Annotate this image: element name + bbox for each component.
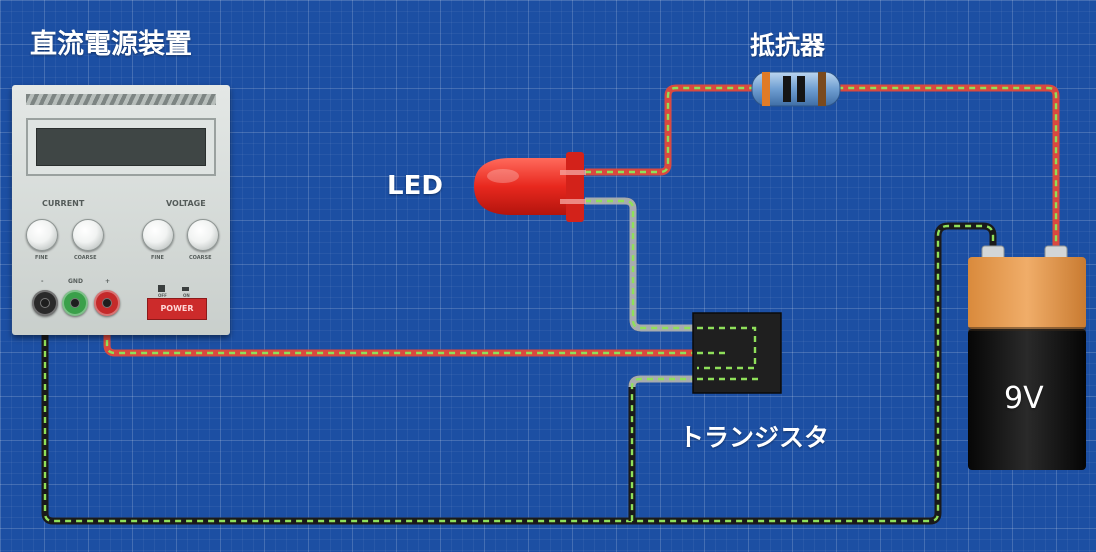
wire-led-resistor-battery-positive [585,84,1060,252]
transistor-label: トランジスタ [679,423,830,452]
power-button[interactable]: POWER [147,298,207,320]
jack-gnd-label: GND [68,278,83,285]
led [474,152,586,222]
resistor-band-orange [762,72,770,106]
current-coarse-label: COARSE [74,255,97,261]
psu-vent [26,94,216,105]
resistor-band-black [797,76,805,102]
current-coarse-knob[interactable] [72,219,104,251]
current-fine-knob[interactable] [26,219,58,251]
psu-display [26,118,216,176]
resistor [751,71,841,107]
transistor [692,312,782,394]
resistor-band-brown [818,72,826,106]
current-fine-label: FINE [35,255,48,261]
wire-ground-return [41,222,997,525]
off-switch-icon [158,285,165,292]
psu-voltage-label: VOLTAGE [166,199,206,208]
wire-psu-positive-to-transistor [103,307,697,357]
voltage-fine-label: FINE [151,255,164,261]
power-supply-label: 直流電源装置 [30,29,192,60]
negative-terminal-jack[interactable] [32,290,58,316]
positive-terminal-jack[interactable] [94,290,120,316]
battery [968,245,1086,470]
off-label: OFF [158,293,167,298]
wire-led-to-transistor [585,197,697,332]
voltage-fine-knob[interactable] [142,219,174,251]
ground-terminal-jack[interactable] [62,290,88,316]
psu-current-label: CURRENT [42,199,85,208]
voltage-coarse-label: COARSE [189,255,212,261]
resistor-label: 抵抗器 [750,31,826,60]
led-label: LED [387,171,443,201]
on-label: ON [183,293,190,298]
power-supply-unit: CURRENT VOLTAGE FINE COARSE FINE COARSE … [12,85,230,335]
on-switch-icon [182,287,189,291]
jack-minus-label: - [41,278,44,285]
voltage-coarse-knob[interactable] [187,219,219,251]
wire-transistor-emitter-to-ground [628,375,697,521]
resistor-band-black [783,76,791,102]
battery-voltage-label: 9V [1004,381,1044,416]
jack-plus-label: + [105,278,111,285]
